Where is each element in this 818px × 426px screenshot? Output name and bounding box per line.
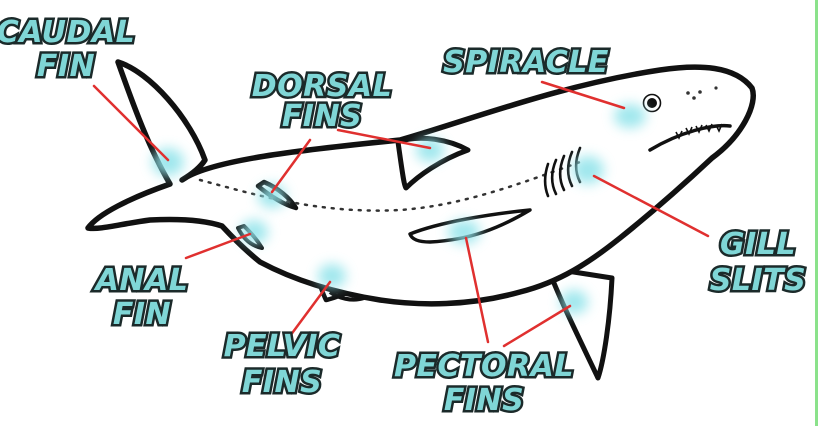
dorsal-fins-label-line2: FINS: [282, 99, 362, 134]
pectoral-fins-label-line2: FINS: [444, 383, 524, 418]
pectoral-fins-label-line1: PECTORAL: [394, 349, 574, 384]
pelvic-fins-label-line2: FINS: [242, 365, 322, 400]
anal-fin-label-line2: FIN: [113, 297, 171, 332]
caudal-fin-label-line1: CAUDAL: [0, 15, 135, 50]
spiracle-label: SPIRACLE: [443, 45, 609, 80]
eye-shape: [647, 98, 657, 108]
gill-slits-label-line2: SLITS: [710, 263, 806, 298]
shark-illustration: [88, 62, 753, 378]
pelvic-fins-label-line1: PELVIC: [224, 329, 341, 364]
anal-fin-label-line1: ANAL: [94, 263, 189, 298]
gill-slits-label-line1: GILL: [720, 227, 796, 262]
caudal-fin-label-line2: FIN: [37, 49, 95, 84]
